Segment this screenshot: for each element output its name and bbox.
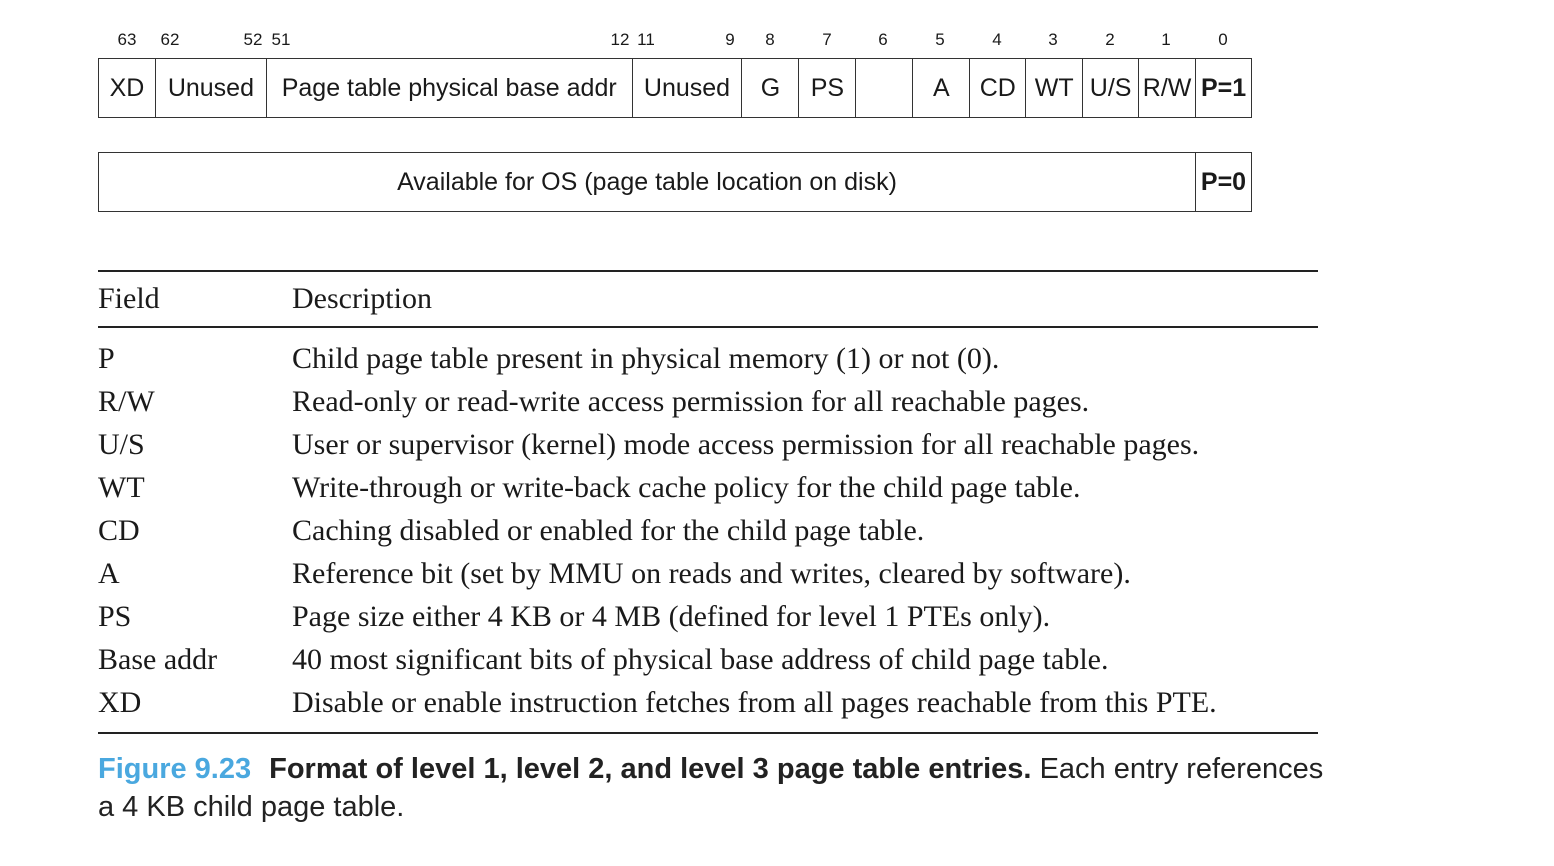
available-for-os-cell: Available for OS (page table location on… [99,153,1196,211]
us-field-cell: U/S [1083,59,1140,117]
xd-field-cell: XD [99,59,156,117]
row-description: Child page table present in physical mem… [292,341,1000,375]
table-row: U/S User or supervisor (kernel) mode acc… [98,423,1318,466]
table-row: PS Page size either 4 KB or 4 MB (define… [98,595,1318,638]
bit-number-row: 63 62 52 51 12 11 9 8 7 6 5 4 3 2 1 0 [0,30,1300,54]
row-description: Reference bit (set by MMU on reads and w… [292,556,1131,590]
bit-number: 7 [822,30,832,49]
bit-number: 0 [1218,30,1228,49]
wt-field-cell: WT [1026,59,1084,117]
bit-number: 9 [725,30,735,49]
table-bottom-rule [98,732,1318,734]
bit-number: 8 [765,30,775,49]
field-description-table: Field Description P Child page table pre… [98,270,1318,734]
table-header-row: Field Description [98,272,1318,326]
table-header-rule [98,326,1318,328]
bit-number: 5 [935,30,945,49]
bit-number: 2 [1105,30,1115,49]
row-field: P [98,341,115,375]
row-description: Read-only or read-write access permissio… [292,384,1090,418]
row-field: PS [98,599,132,633]
bit-number: 12 [610,30,630,49]
table-row: CD Caching disabled or enabled for the c… [98,509,1318,552]
bit6-empty-cell [856,59,914,117]
p1-field-cell: P=1 [1200,73,1247,102]
p0-field-cell: P=0 [1200,167,1247,196]
row-description: 40 most significant bits of physical bas… [292,642,1109,676]
table-row: XD Disable or enable instruction fetches… [98,681,1318,724]
bit-number: 6 [878,30,888,49]
unused-low-field-cell: Unused [633,59,743,117]
figure-title: Format of level 1, level 2, and level 3 … [269,753,1032,785]
unused-high-field-cell: Unused [156,59,267,117]
figure-number: Figure 9.23 [98,753,252,785]
bit-number: 1 [1161,30,1171,49]
row-description: Disable or enable instruction fetches fr… [292,685,1217,719]
table-top-rule [98,270,1318,272]
rw-field-cell: R/W [1139,59,1197,117]
row-field: Base addr [98,642,218,676]
row-description: Page size either 4 KB or 4 MB (defined f… [292,599,1051,633]
g-field-cell: G [742,59,800,117]
row-description: User or supervisor (kernel) mode access … [292,427,1200,461]
base-addr-field-cell: Page table physical base addr [267,59,633,117]
figure-caption: Figure 9.23 Format of level 1, level 2, a… [98,750,1338,826]
row-field: WT [98,470,145,504]
row-field: XD [98,685,142,719]
bit-number: 4 [992,30,1002,49]
figure-caption-text: Each entry references a 4 KB child page … [98,753,1324,823]
table-row: R/W Read-only or read-write access permi… [98,380,1318,423]
table-row: P Child page table present in physical m… [98,337,1318,380]
bit-number: 52 [243,30,263,49]
bit-number: 3 [1048,30,1058,49]
a-field-cell: A [913,59,971,117]
row-field: U/S [98,427,145,461]
bit-number: 62 [160,30,180,49]
bit-number: 63 [117,30,137,49]
header-field: Field [98,282,160,315]
ps-field-cell: PS [799,59,857,117]
header-description: Description [292,282,432,315]
row-field: A [98,556,120,590]
row-field: R/W [98,384,155,418]
table-row: Base addr 40 most significant bits of ph… [98,638,1318,681]
table-row: WT Write-through or write-back cache pol… [98,466,1318,509]
row-field: CD [98,513,140,547]
row-description: Caching disabled or enabled for the chil… [292,513,925,547]
bit-number: 11 [637,30,655,49]
pte-absent-format: Available for OS (page table location on… [98,152,1252,212]
bit-number: 51 [271,30,291,49]
table-row: A Reference bit (set by MMU on reads and… [98,552,1318,595]
table-body: P Child page table present in physical m… [98,328,1318,732]
pte-present-format: XD Unused Page table physical base addr … [98,58,1252,118]
cd-field-cell: CD [970,59,1027,117]
row-description: Write-through or write-back cache policy… [292,470,1081,504]
